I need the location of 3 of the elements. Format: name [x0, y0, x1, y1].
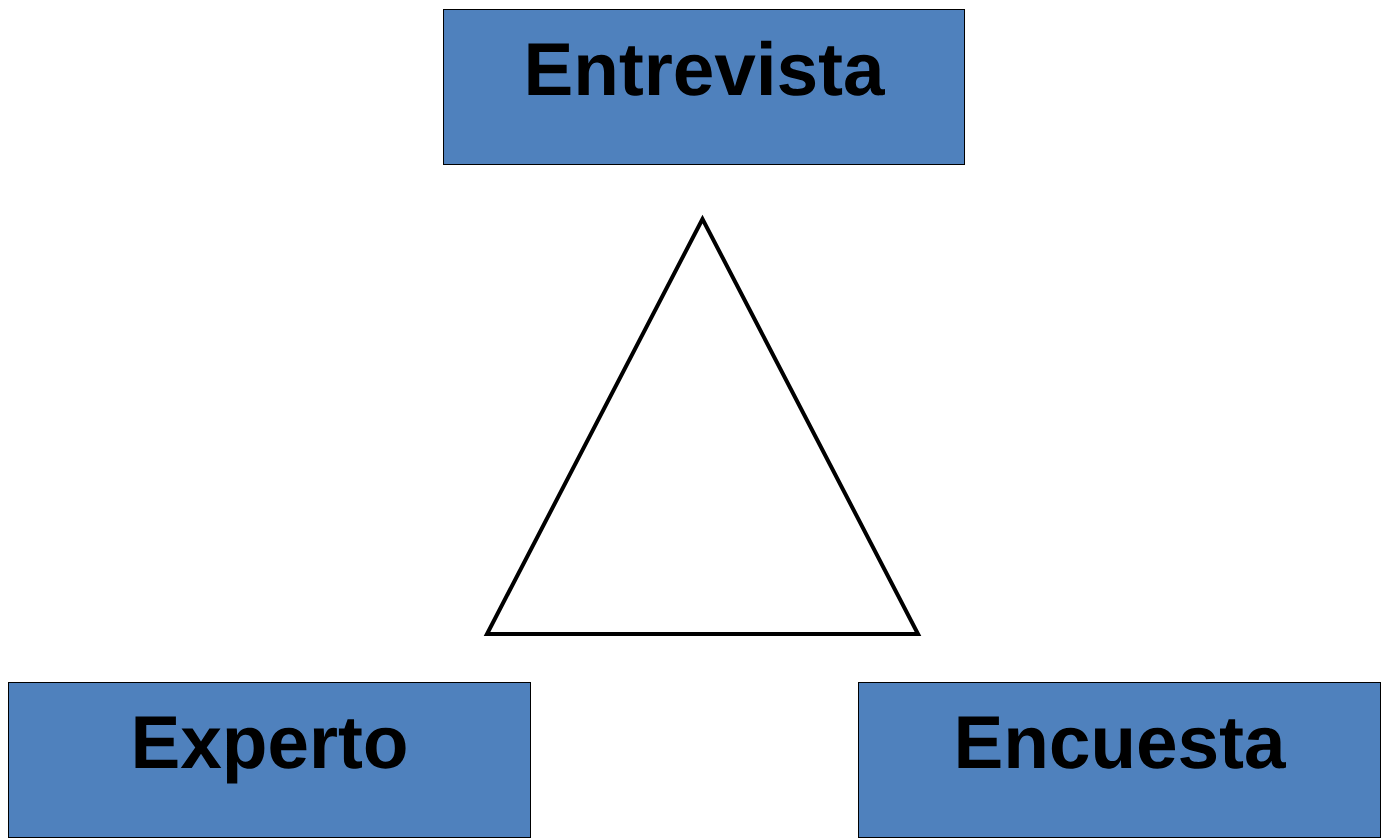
process-box: Entrevista	[443, 9, 965, 165]
process-box: Encuesta	[858, 682, 1381, 838]
process-box: Experto	[8, 682, 531, 838]
